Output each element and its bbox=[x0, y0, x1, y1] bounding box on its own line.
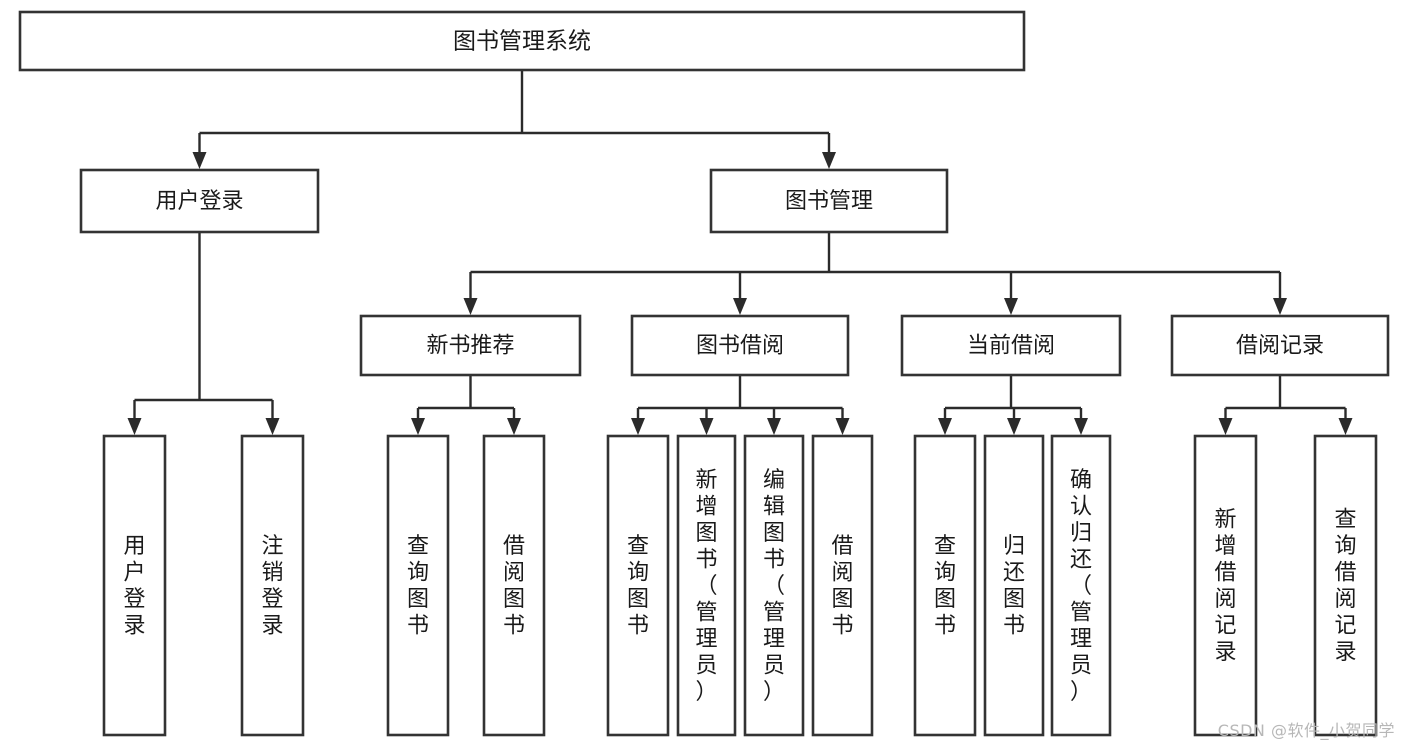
node-label: 借阅记录 bbox=[1236, 334, 1324, 359]
node-box bbox=[1193, 434, 1258, 737]
node-label: 新书推荐 bbox=[426, 334, 514, 359]
node-borrow-record[interactable]: 借阅记录 bbox=[1170, 314, 1390, 377]
node-label: 当前借阅 bbox=[967, 334, 1055, 359]
node-label: 查询图书 bbox=[407, 534, 429, 639]
node-leaf-edit-book[interactable]: 编辑图书（管理员） bbox=[743, 434, 805, 737]
node-box bbox=[386, 434, 450, 737]
node-box bbox=[102, 434, 167, 737]
node-leaf-add-book[interactable]: 新增图书（管理员） bbox=[676, 434, 737, 737]
node-box bbox=[709, 168, 949, 234]
arrow-head-icon bbox=[507, 418, 521, 435]
node-label: 查询图书 bbox=[627, 534, 649, 639]
node-box bbox=[18, 10, 1026, 72]
node-label: 新增借阅记录 bbox=[1214, 508, 1236, 666]
node-leaf-logout-login[interactable]: 注销登录 bbox=[240, 434, 305, 737]
node-label: 新增图书（管理员） bbox=[695, 468, 717, 705]
node-label: 借阅图书 bbox=[831, 534, 853, 639]
node-label: 查询图书 bbox=[934, 534, 956, 639]
arrow-head-icon bbox=[1273, 298, 1287, 315]
node-leaf-return-book[interactable]: 归还图书 bbox=[983, 434, 1045, 737]
node-leaf-borrow-book[interactable]: 借阅图书 bbox=[811, 434, 874, 737]
node-box bbox=[811, 434, 874, 737]
node-leaf-query-book-borrow[interactable]: 查询图书 bbox=[606, 434, 670, 737]
arrow-head-icon bbox=[822, 152, 836, 169]
node-current-borrow[interactable]: 当前借阅 bbox=[900, 314, 1122, 377]
arrow-head-icon bbox=[938, 418, 952, 435]
node-label: 图书管理系统 bbox=[453, 29, 591, 55]
node-new-book-recommend[interactable]: 新书推荐 bbox=[359, 314, 582, 377]
node-box bbox=[676, 434, 737, 737]
arrow-head-icon bbox=[631, 418, 645, 435]
node-box bbox=[482, 434, 546, 737]
node-leaf-confirm-return[interactable]: 确认归还（管理员） bbox=[1050, 434, 1112, 737]
node-user-login[interactable]: 用户登录 bbox=[79, 168, 320, 234]
node-label: 用户登录 bbox=[155, 189, 243, 214]
node-label: 图书借阅 bbox=[696, 334, 784, 359]
arrow-head-icon bbox=[1074, 418, 1088, 435]
node-label: 注销登录 bbox=[261, 534, 283, 639]
node-leaf-user-login[interactable]: 用户登录 bbox=[102, 434, 167, 737]
node-label: 编辑图书（管理员） bbox=[763, 468, 785, 705]
watermark-text: CSDN @软件_小贺同学 bbox=[1217, 721, 1395, 740]
node-box bbox=[630, 314, 850, 377]
node-box bbox=[900, 314, 1122, 377]
arrow-head-icon bbox=[463, 298, 478, 315]
node-box bbox=[983, 434, 1045, 737]
node-box bbox=[606, 434, 670, 737]
node-label: 借阅图书 bbox=[503, 534, 525, 639]
node-book-management[interactable]: 图书管理 bbox=[709, 168, 949, 234]
node-box bbox=[79, 168, 320, 234]
arrow-head-icon bbox=[411, 418, 425, 435]
arrow-head-icon bbox=[1338, 418, 1353, 435]
arrow-head-icon bbox=[835, 418, 850, 435]
node-box bbox=[743, 434, 805, 737]
arrow-head-icon bbox=[1004, 298, 1018, 315]
node-leaf-borrow-book-rec[interactable]: 借阅图书 bbox=[482, 434, 546, 737]
node-leaf-add-record[interactable]: 新增借阅记录 bbox=[1193, 434, 1258, 737]
node-book-borrow[interactable]: 图书借阅 bbox=[630, 314, 850, 377]
node-root[interactable]: 图书管理系统 bbox=[18, 10, 1026, 72]
arrow-head-icon bbox=[127, 418, 142, 435]
node-label: 图书管理 bbox=[785, 189, 873, 214]
arrow-head-icon bbox=[733, 298, 747, 315]
node-box bbox=[1170, 314, 1390, 377]
node-box bbox=[1313, 434, 1378, 737]
node-label: 查询借阅记录 bbox=[1334, 508, 1356, 666]
node-box bbox=[1050, 434, 1112, 737]
node-box bbox=[240, 434, 305, 737]
arrow-head-icon bbox=[192, 152, 207, 169]
arrow-head-icon bbox=[767, 418, 781, 435]
node-box bbox=[913, 434, 977, 737]
node-label: 确认归还（管理员） bbox=[1070, 468, 1092, 705]
node-label: 归还图书 bbox=[1003, 534, 1025, 639]
arrow-head-icon bbox=[265, 418, 280, 435]
node-label: 用户登录 bbox=[123, 534, 145, 639]
node-leaf-query-book-cur[interactable]: 查询图书 bbox=[913, 434, 977, 737]
node-box bbox=[359, 314, 582, 377]
arrow-head-icon bbox=[1007, 418, 1021, 435]
arrow-head-icon bbox=[1218, 418, 1233, 435]
node-leaf-query-record[interactable]: 查询借阅记录 bbox=[1313, 434, 1378, 737]
arrow-head-icon bbox=[699, 418, 714, 435]
node-leaf-query-book-rec[interactable]: 查询图书 bbox=[386, 434, 450, 737]
